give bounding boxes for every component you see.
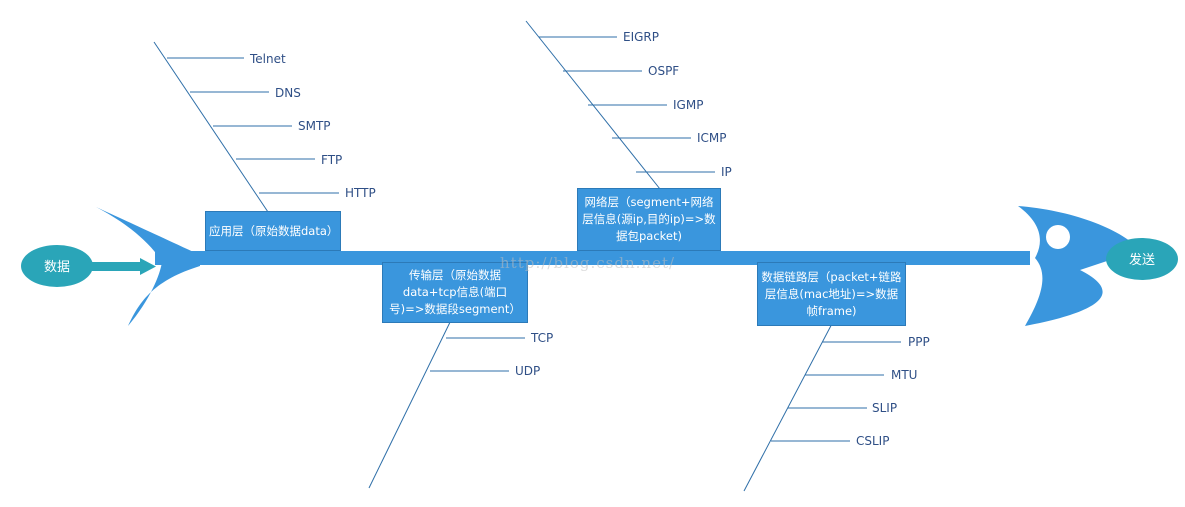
fish-tail xyxy=(96,207,200,326)
application-bone xyxy=(153,41,339,213)
protocol-label: UDP xyxy=(515,364,540,378)
transport-layer-label: 传输层（原始数据data+tcp信息(端口号)=>数据段segment） xyxy=(389,268,521,316)
protocol-label: OSPF xyxy=(648,64,679,78)
start-arrow-shaft xyxy=(92,262,142,271)
transport-main-bone xyxy=(368,311,456,489)
datalink-layer-box: 数据链路层（packet+链路层信息(mac地址)=>数据帧frame) xyxy=(757,262,906,326)
network-layer-box: 网络层（segment+网络层信息(源ip,目的ip)=>数据包packet) xyxy=(577,188,721,251)
network-layer-label: 网络层（segment+网络层信息(源ip,目的ip)=>数据包packet) xyxy=(582,195,716,243)
start-ellipse xyxy=(21,245,93,287)
watermark: http://blog.csdn.net/ xyxy=(500,254,676,272)
network-bone xyxy=(525,20,715,190)
datalink-bone xyxy=(743,317,901,492)
datalink-main-bone xyxy=(743,317,836,492)
start-arrow-head xyxy=(140,258,156,275)
protocol-label: MTU xyxy=(891,368,917,382)
protocol-label: DNS xyxy=(275,86,301,100)
start-label: 数据 xyxy=(44,260,70,275)
end-label: 发送 xyxy=(1129,252,1155,268)
protocol-label: HTTP xyxy=(345,186,376,200)
datalink-layer-label: 数据链路层（packet+链路层信息(mac地址)=>数据帧frame) xyxy=(761,269,902,318)
protocol-label: EIGRP xyxy=(623,30,659,44)
application-layer-box: 应用层（原始数据data） xyxy=(205,211,341,251)
protocol-label: CSLIP xyxy=(856,434,889,448)
fish-spine xyxy=(155,251,1030,265)
protocol-label: Telnet xyxy=(249,52,286,66)
transport-bone xyxy=(368,311,525,489)
application-main-bone xyxy=(153,41,269,213)
protocol-label: SMTP xyxy=(298,119,331,133)
protocol-label: FTP xyxy=(321,153,342,167)
protocol-label: TCP xyxy=(530,331,553,345)
end-ellipse xyxy=(1106,238,1178,280)
transport-layer-box: 传输层（原始数据data+tcp信息(端口号)=>数据段segment） xyxy=(382,262,528,323)
application-layer-label: 应用层（原始数据data） xyxy=(209,223,339,238)
protocol-label: IGMP xyxy=(673,98,703,112)
protocol-label: SLIP xyxy=(872,401,897,415)
protocol-label: IP xyxy=(721,165,732,179)
fish-eye xyxy=(1046,225,1070,249)
protocol-label: ICMP xyxy=(697,131,727,145)
protocol-label: PPP xyxy=(908,335,930,349)
